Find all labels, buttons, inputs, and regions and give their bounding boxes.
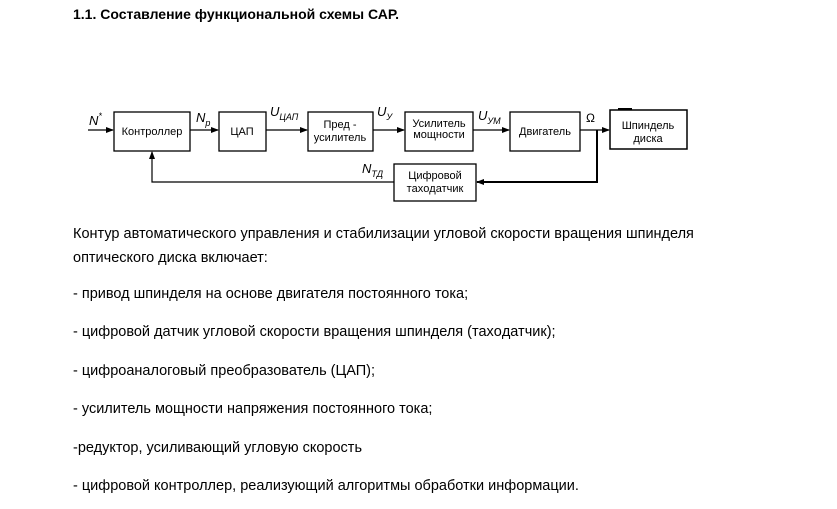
power-amp-label-2: мощности bbox=[413, 129, 465, 141]
tachometer-label-2: тахoдатчик bbox=[407, 183, 464, 195]
list-item: - цифроаналоговый преобразователь (ЦАП); bbox=[73, 363, 376, 379]
controller-label: Контроллер bbox=[122, 126, 183, 138]
signal-u-dac: UЦАП bbox=[270, 104, 299, 122]
motor-block bbox=[509, 111, 581, 152]
spindle-label-2: диска bbox=[633, 133, 663, 145]
signal-u-ym: UУМ bbox=[478, 108, 501, 126]
signal-n-td: NТД bbox=[362, 161, 384, 179]
signal-u-y: UУ bbox=[377, 104, 393, 122]
list-item: - цифровой датчик угловой скорости враще… bbox=[73, 324, 556, 340]
intro-paragraph: Контур автоматического управления и стаб… bbox=[73, 226, 694, 266]
spindle-label-1: Шпиндель bbox=[622, 120, 675, 132]
signal-n-input: N* bbox=[89, 111, 102, 128]
preamp-label-2: усилитель bbox=[314, 132, 367, 144]
list-item: - привод шпинделя на основе двигателя по… bbox=[73, 286, 469, 302]
power-amp-block bbox=[404, 111, 474, 152]
power-amp-label-1: Усилитель bbox=[412, 118, 466, 130]
preamp-block bbox=[307, 111, 374, 152]
motor-label: Двигатель bbox=[519, 126, 571, 138]
tachometer-label-1: Цифровой bbox=[408, 170, 462, 182]
list-item: - цифровой контроллер, реализующий алгор… bbox=[73, 478, 579, 494]
functional-block-diagram: Контроллер ЦАП Пред - усилитель Усилител… bbox=[88, 104, 688, 202]
list-item: -редуктор, усиливающий угловую скорость bbox=[73, 440, 362, 456]
list-item: - усилитель мощности напряжения постоянн… bbox=[73, 401, 433, 417]
section-heading: 1.1. Составление функциональной схемы СА… bbox=[73, 6, 399, 22]
dac-block bbox=[218, 111, 267, 152]
signal-omega: Ω bbox=[586, 111, 595, 125]
signal-np: Np bbox=[196, 110, 210, 128]
preamp-label-1: Пред - bbox=[323, 119, 356, 131]
dac-label: ЦАП bbox=[230, 126, 253, 138]
omega-to-tachometer-line bbox=[476, 130, 598, 185]
tachometer-to-controller-line bbox=[149, 151, 394, 183]
spindle-block bbox=[609, 109, 688, 150]
